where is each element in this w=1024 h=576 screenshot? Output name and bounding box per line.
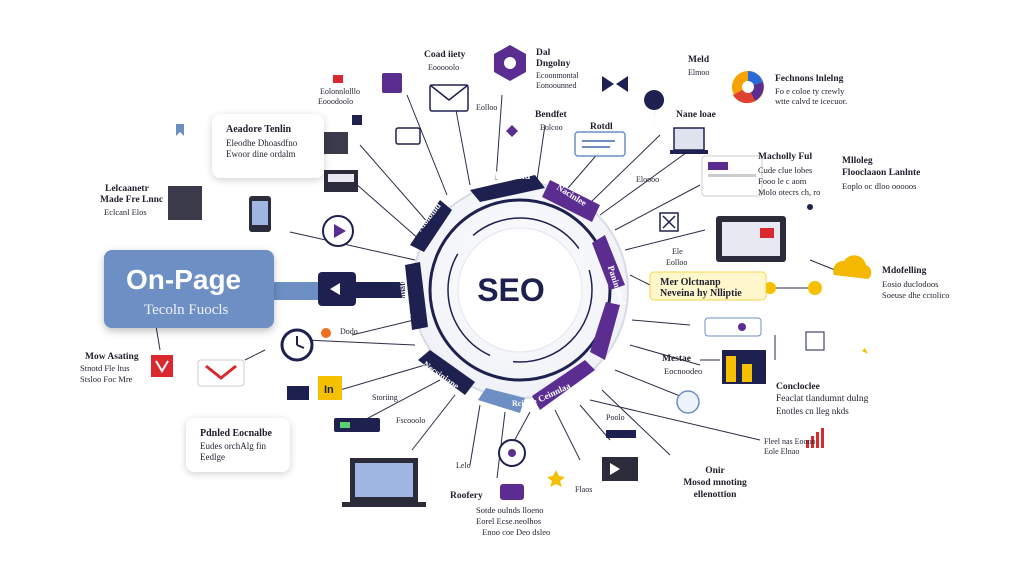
label: Eolloo	[666, 258, 688, 267]
label: Roofery	[450, 491, 483, 501]
label: Eclcanl Elos	[104, 207, 147, 217]
label: Nane loae	[676, 110, 716, 120]
label: Ecoonmontal	[536, 71, 579, 80]
label: Feaclat tlandumnt dulng	[776, 394, 869, 404]
laptop-icon	[673, 127, 705, 151]
label: Dodo	[340, 327, 358, 336]
ring-segments	[405, 175, 625, 413]
label: Concloclee	[776, 382, 820, 392]
label: Sotde oulnds lloeno	[476, 505, 544, 515]
label: Poolo	[606, 413, 625, 422]
connector-lines	[154, 94, 836, 479]
label: Stsloo Foc Mre	[80, 374, 133, 384]
label: Flaos	[575, 485, 593, 494]
label: Fooo le c aom	[758, 176, 807, 186]
highlight-text: Neveina hy Nlliptie	[660, 288, 742, 299]
envelope-icon	[429, 84, 469, 112]
card-text: Eleodhe Dhoasdfno	[226, 138, 298, 148]
flag-icon	[333, 75, 343, 83]
label: Mestae	[662, 354, 692, 364]
bird-icon	[676, 390, 700, 414]
label: Elmoo	[688, 68, 710, 77]
label: Mdofelling	[882, 266, 927, 276]
highlight-text: Mer Olctnanp	[660, 277, 721, 288]
label: Made Fre Lnnc	[100, 195, 164, 205]
label: Eolloo	[476, 103, 498, 112]
label: ellenottion	[693, 490, 737, 500]
label: Ele	[672, 247, 683, 256]
label: Lelo	[456, 461, 471, 470]
mail-app-icon	[197, 359, 245, 387]
label: Mlloleg	[842, 156, 873, 166]
label: Soeuse dhe cctolico	[882, 290, 950, 300]
label: Fleel nas Eoooo	[764, 437, 816, 446]
label: Eosio duclodoos	[882, 279, 939, 289]
card-text: Ewoor dine ordalm	[226, 149, 296, 159]
cloud-icon	[833, 255, 872, 279]
label: Eoplo oc dloo ooooos	[842, 181, 917, 191]
label: Lelcaanetr	[105, 184, 149, 194]
label: Dngolny	[536, 59, 571, 69]
info-card: Pdnled Eocnalbe Eudes orchAlg fin Eedlge	[186, 418, 290, 472]
yellow-app-icon	[318, 376, 342, 400]
label: Coad iiety	[424, 50, 466, 60]
progress-bar-icon	[334, 418, 380, 432]
app-icon	[382, 73, 402, 93]
card-title: Pdnled Eocnalbe	[200, 428, 272, 439]
info-card: Aeadore Tenlin Eleodhe Dhoasdfno Ewoor d…	[212, 114, 324, 178]
label: wtte calvd te icecuor.	[775, 96, 848, 106]
on-page-subtitle: Tecoln Fuocls	[144, 302, 229, 318]
label: Macholly Ful	[758, 152, 813, 162]
svg-text:In: In	[324, 384, 334, 396]
label: Mosod mnoting	[683, 478, 747, 488]
shield-icon	[151, 355, 173, 377]
ring-label: Dlcbinind	[488, 171, 531, 182]
label: Mow Asating	[85, 352, 139, 362]
label: Eooooolo	[428, 63, 460, 72]
label: Eolonnlolllo	[320, 87, 360, 96]
on-page-card: On-Page Tecoln Fuocls	[104, 250, 274, 328]
on-page-title: On-Page	[126, 264, 242, 295]
card-text: Eudes orchAlg fin	[200, 441, 266, 451]
ring-label: Rcicne	[512, 399, 536, 408]
label: Rotdl	[590, 122, 613, 132]
label: Eole Elnao	[764, 447, 800, 456]
document-card-icon	[574, 131, 626, 157]
monitor-icon	[395, 127, 421, 145]
location-pin-icon	[644, 90, 665, 135]
computer-icon	[322, 132, 348, 154]
label: Fscooolo	[396, 416, 426, 425]
bar-chart-icon	[806, 440, 809, 448]
label: Dal	[536, 48, 551, 58]
label: Eonoounned	[536, 81, 577, 90]
label: Enoo coe Deo dsleo	[482, 527, 551, 537]
label: Molo otecrs ch, ro	[758, 187, 821, 197]
card-title: Aeadore Tenlin	[226, 124, 292, 135]
label: Fo e coloe ty crewly	[775, 86, 845, 96]
label: Flooclaaon Lanlnte	[842, 168, 921, 178]
label: Enotles cn lleg nkds	[776, 406, 849, 416]
icons: In	[151, 45, 872, 507]
team-icon	[168, 186, 202, 220]
label: Onir	[705, 466, 725, 476]
label: Meld	[688, 55, 710, 65]
label: Eocnoodeo	[664, 366, 703, 376]
label: Eloooo	[636, 175, 660, 184]
label: Eorel Ecse.neolhos	[476, 516, 542, 526]
label: Eooodoolo	[318, 97, 354, 106]
label: Cude clue lobes	[758, 165, 813, 175]
bowtie-icon	[602, 76, 628, 92]
card-text: Eedlge	[200, 452, 225, 462]
seo-title: SEO	[477, 272, 545, 308]
label: Storiing	[372, 393, 398, 402]
label: Bendfet	[535, 110, 567, 120]
label: Fechnons lnlelng	[775, 74, 844, 84]
label: Eolcoo	[540, 123, 563, 132]
label: Stnotd Fle ltus	[80, 363, 130, 373]
